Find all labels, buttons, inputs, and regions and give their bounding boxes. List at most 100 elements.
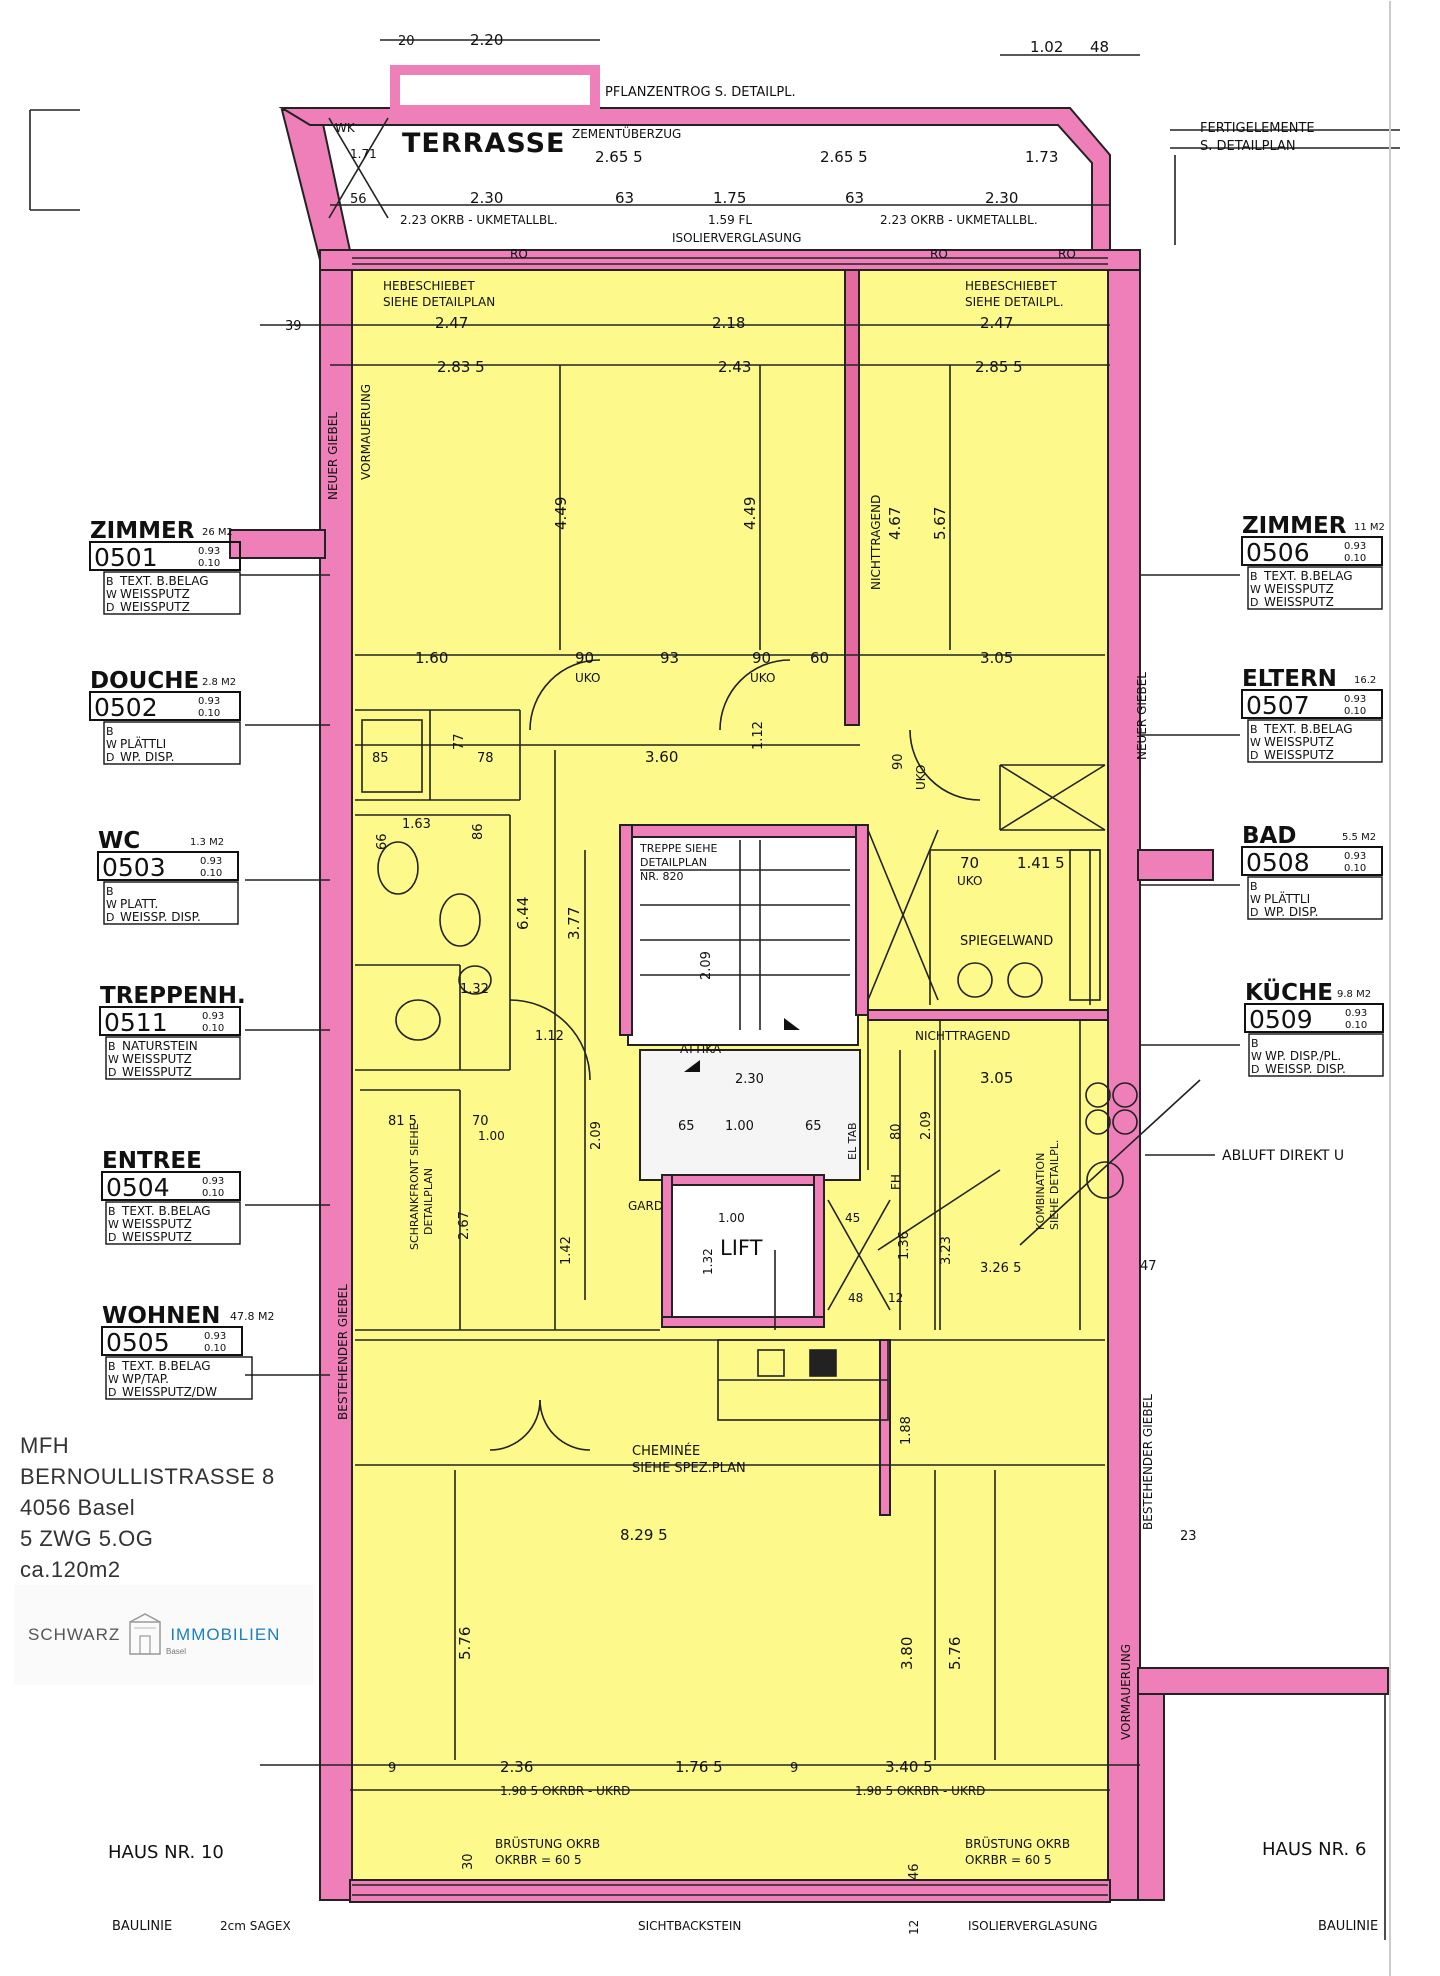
room-material-box <box>103 721 241 765</box>
row-d: D <box>106 601 114 614</box>
room-name: WC <box>98 828 140 854</box>
logo-emblem-icon <box>126 1612 164 1658</box>
dim-86: 86 <box>471 823 486 840</box>
treppe-label-2: DETAILPLAN <box>640 856 707 869</box>
room-area: 47.8 M2 <box>230 1310 274 1323</box>
row-d-value: WEISSPUTZ <box>1264 595 1334 609</box>
row-w-value: WP/TAP. <box>122 1372 169 1386</box>
baulinie-left: BAULINIE <box>112 1919 172 1934</box>
cheminee-1: CHEMINÉE <box>632 1443 700 1459</box>
room-name: ENTREE <box>102 1148 202 1174</box>
room-code-box <box>1241 846 1383 876</box>
dim-1-02: 1.02 <box>1030 38 1063 56</box>
row-b: B <box>1250 570 1258 583</box>
room-area: 11 M2 <box>1354 522 1385 533</box>
dim-1-00-a: 1.00 <box>478 1129 505 1143</box>
row-d-value: WEISSPUTZ/DW <box>122 1385 217 1399</box>
room-code-suffix-bottom: 0.10 <box>1344 706 1366 717</box>
row-d: D <box>1250 749 1258 762</box>
wk-label: WK <box>335 121 356 135</box>
row-b-value: TEXT. B.BELAG <box>119 574 209 588</box>
uko-2: UKO <box>750 671 775 685</box>
row-w-value: WP. DISP./PL. <box>1265 1049 1341 1063</box>
heb-right-1: HEBESCHIEBET <box>965 279 1057 293</box>
haus-10-label: HAUS NR. 10 <box>108 1842 224 1863</box>
dim-65-a: 65 <box>678 1119 695 1134</box>
room-material-box <box>105 1356 253 1400</box>
kombination-1: KOMBINATION <box>1034 1153 1047 1230</box>
dim-23: 23 <box>1180 1529 1197 1544</box>
dim-2-09-a: 2.09 <box>699 951 714 980</box>
row-w: W <box>1251 1050 1262 1063</box>
dim-4-67: 4.67 <box>886 507 904 540</box>
row-d-value: WEISSPUTZ <box>122 1065 192 1079</box>
baulinie-right: BAULINIE <box>1318 1919 1378 1934</box>
dim-2-43: 2.43 <box>718 358 751 376</box>
dim-4-49-b: 4.49 <box>741 497 759 530</box>
spiegelwand-label: SPIEGELWAND <box>960 934 1053 949</box>
isolier-bottom-label: ISOLIERVERGLASUNG <box>968 1919 1097 1933</box>
logo-word-immobilien: IMMOBILIEN <box>170 1625 281 1644</box>
room-material-box <box>1248 1033 1384 1077</box>
row-d: D <box>1251 1063 1259 1076</box>
row-w: W <box>106 898 117 911</box>
dim-3-05-b: 3.05 <box>980 1069 1013 1087</box>
row-w-value: WEISSPUTZ <box>1264 735 1334 749</box>
room-label-douche-0502: DOUCHE 2.8 M2 0502 0.93 0.10 B W PLÄTTLI… <box>89 668 241 765</box>
dim-3-26-5: 3.26 5 <box>980 1261 1021 1276</box>
room-code-box <box>1241 536 1383 566</box>
dim-1-32-b: 1.32 <box>701 1248 715 1275</box>
dim-2-20: 2.20 <box>470 31 503 49</box>
room-code-suffix-top: 0.93 <box>204 1331 226 1342</box>
dim-5-76-b: 5.76 <box>946 1637 964 1670</box>
row-b-value: TEXT. B.BELAG <box>121 1359 211 1373</box>
room-code-box <box>101 1326 243 1356</box>
dim-90-c: 90 <box>891 753 906 770</box>
room-code: 0506 <box>1246 538 1310 567</box>
room-name: ZIMMER <box>90 518 195 544</box>
sichtback-label: SICHTBACKSTEIN <box>638 1919 741 1933</box>
dim-63-a: 63 <box>615 189 634 207</box>
dim-65-b: 65 <box>805 1119 822 1134</box>
fl-label: 1.59 FL <box>708 213 752 227</box>
dim-1-41-5: 1.41 5 <box>1017 854 1065 872</box>
dim-2-30-c: 2.30 <box>735 1072 764 1087</box>
abluft-label: ABLUFT DIREKT U <box>1222 1148 1344 1164</box>
room-code: 0503 <box>102 853 166 882</box>
row-w-value: PLÄTTLI <box>1264 891 1310 906</box>
room-area: 16.2 <box>1354 675 1376 686</box>
room-material-box <box>103 881 239 925</box>
dim-1-00-c: 1.00 <box>718 1211 745 1225</box>
plan-text: 20 2.20 1.02 48 PFLANZENTROG S. DETAILPL… <box>108 31 1378 1935</box>
dim-1-76-5: 1.76 5 <box>675 1758 723 1776</box>
room-code-suffix-top: 0.93 <box>1345 1008 1367 1019</box>
fertigelemente-label: FERTIGELEMENTE <box>1200 121 1315 136</box>
row-b-value: TEXT. B.BELAG <box>121 1204 211 1218</box>
dim-90-a: 90 <box>575 649 594 667</box>
room-material-box <box>1247 719 1383 763</box>
heb-left-1: HEBESCHIEBET <box>383 279 475 293</box>
row-w-value: WEISSPUTZ <box>122 1052 192 1066</box>
row-w-value: PLÄTTLI <box>120 736 166 751</box>
room-code-suffix-top: 0.93 <box>202 1011 224 1022</box>
room-code-box <box>89 541 241 571</box>
logo-word-schwarz: SCHWARZ <box>28 1625 121 1644</box>
room-label-bad-0508: BAD 5.5 M2 0508 0.93 0.10 B W PLÄTTLI D … <box>1241 823 1383 920</box>
bruestung-left-2: OKRBR = 60 5 <box>495 1853 582 1867</box>
row-d-value: WP. DISP. <box>120 750 174 764</box>
room-code-box <box>89 691 241 721</box>
row-d: D <box>108 1386 116 1399</box>
info-unit: 5 ZWG 5.OG <box>20 1526 154 1551</box>
bestehender-giebel-right: BESTEHENDER GIEBEL <box>1141 1394 1155 1530</box>
schrankfront-2: DETAILPLAN <box>422 1168 435 1235</box>
dim-45: 45 <box>845 1211 860 1225</box>
dim-4-49-a: 4.49 <box>552 497 570 530</box>
dim-93: 93 <box>660 649 679 667</box>
dim-77: 77 <box>452 733 467 750</box>
fh-label: FH <box>889 1174 903 1190</box>
dim-1-75: 1.75 <box>713 189 746 207</box>
neuer-giebel-left: NEUER GIEBEL <box>326 412 340 500</box>
dim-2-36: 2.36 <box>500 1758 533 1776</box>
isolier-top-label: ISOLIERVERGLASUNG <box>672 231 801 245</box>
